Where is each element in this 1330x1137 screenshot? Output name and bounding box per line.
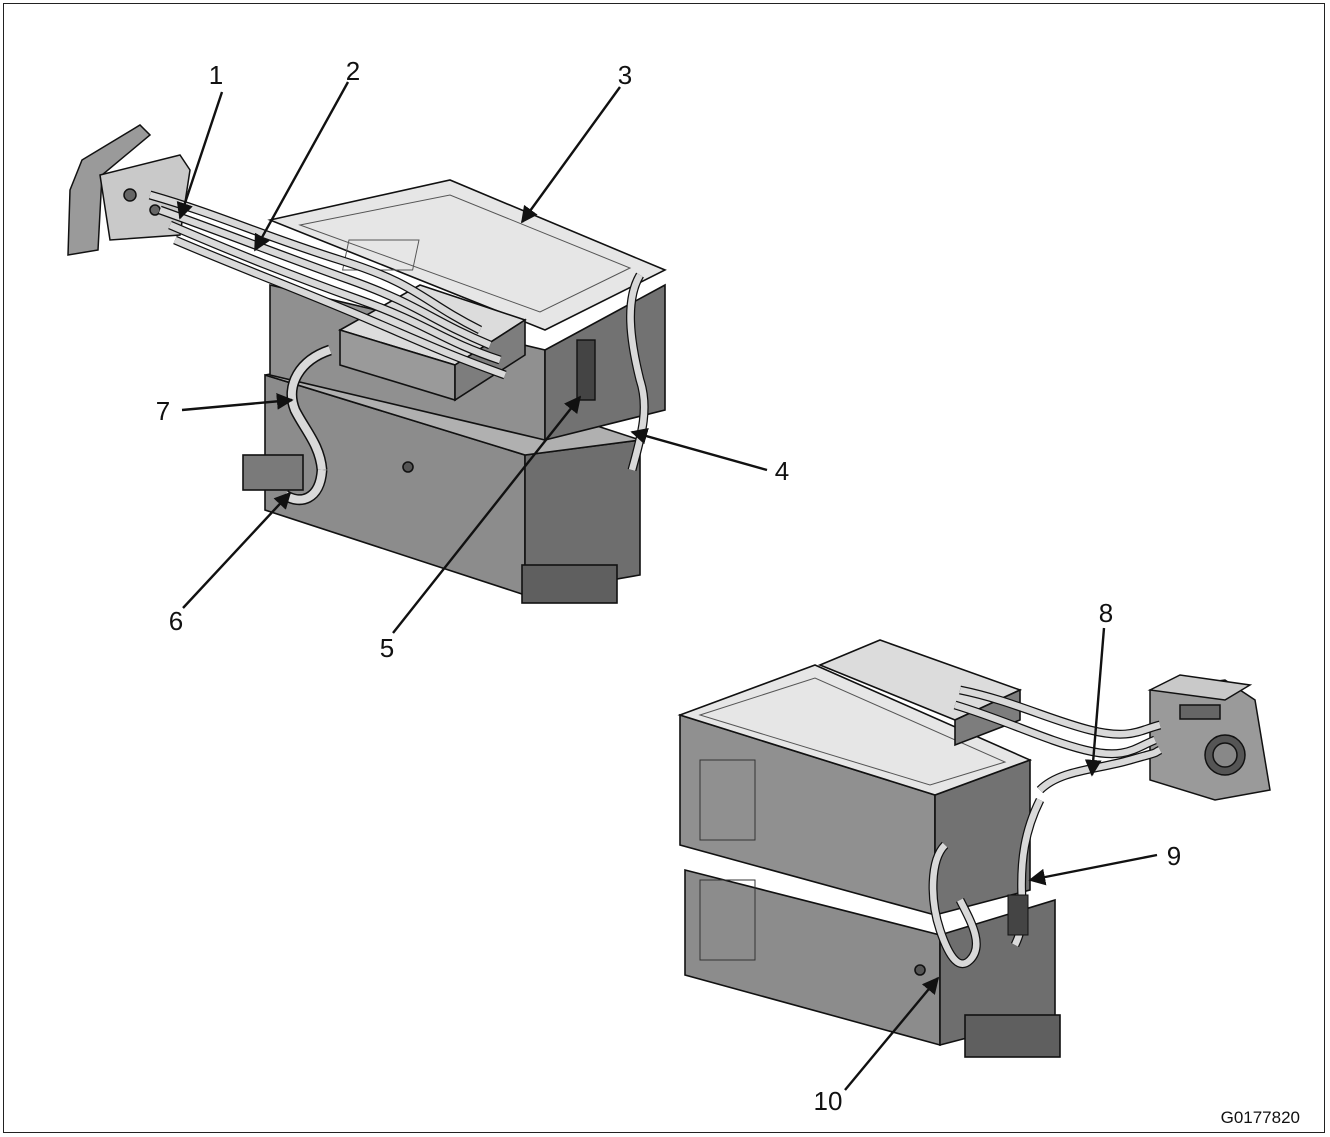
- leader-4: [630, 428, 768, 472]
- leader-7: [181, 393, 294, 412]
- leader-9: [1028, 853, 1158, 886]
- callout-3: 3: [618, 60, 632, 90]
- battery-assembly-right: [677, 639, 1271, 1058]
- callout-4: 4: [775, 456, 789, 486]
- callout-6: 6: [169, 606, 183, 636]
- leader-1: [176, 91, 224, 220]
- cable-harness-right: [928, 685, 1163, 969]
- mounting-bracket-left: [67, 124, 191, 256]
- leader-3: [521, 86, 621, 224]
- callout-leaders: [176, 81, 1158, 1091]
- upper-battery-housing-right: [677, 639, 1033, 961]
- callout-2: 2: [346, 56, 360, 86]
- callout-10: 10: [814, 1086, 843, 1116]
- leader-8: [1084, 627, 1106, 777]
- callout-9: 9: [1167, 841, 1181, 871]
- callout-7: 7: [156, 396, 170, 426]
- callout-8: 8: [1099, 598, 1113, 628]
- cable-harness-left: [148, 190, 649, 506]
- callout-5: 5: [380, 633, 394, 663]
- leader-2: [253, 81, 350, 252]
- callout-1: 1: [209, 60, 223, 90]
- leader-5: [392, 395, 582, 634]
- figure-id: G0177820: [1221, 1108, 1300, 1127]
- lower-battery-housing-right: [684, 868, 1061, 1058]
- figure-frame: [3, 3, 1325, 1133]
- battery-assembly-left: [67, 124, 667, 604]
- callout-labels: 1 2 3 4 5 6 7 8 9 10: [156, 56, 1181, 1116]
- mounting-bracket-right: [1147, 674, 1271, 801]
- leader-10: [844, 976, 940, 1091]
- leader-6: [182, 491, 292, 609]
